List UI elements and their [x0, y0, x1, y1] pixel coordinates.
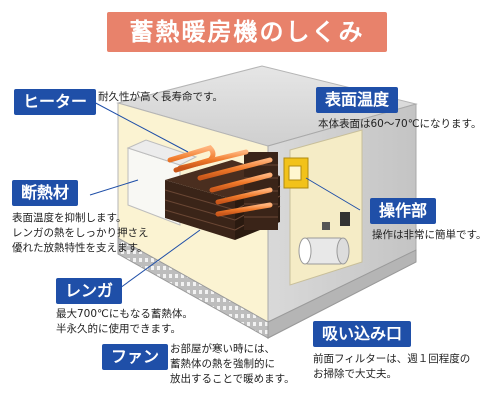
- insulation-label: 断熱材: [12, 180, 79, 206]
- insulation-desc-line: レンガの熱をしっかり押さえ: [12, 227, 149, 239]
- heater-desc: 耐久性が高く長寿命です。: [98, 90, 223, 105]
- intake-label: 吸い込み口: [313, 321, 412, 347]
- surface-temp-desc: 本体表面は60～70℃になります。: [318, 117, 481, 132]
- control-desc: 操作は非常に簡単です。: [372, 228, 486, 243]
- brick-leader: [119, 229, 201, 289]
- brick-label: レンガ: [56, 278, 123, 304]
- heater-desc-line: 耐久性が高く長寿命です。: [98, 91, 223, 103]
- insulation-desc-line: 優れた放熱特性を支えます。: [12, 242, 148, 254]
- insulation-desc-line: 表面温度を抑制します。: [12, 212, 127, 224]
- insulation-leader: [89, 179, 139, 196]
- intake-desc-line: お掃除で大丈夫。: [313, 368, 397, 380]
- control-desc-line: 操作は非常に簡単です。: [372, 229, 487, 241]
- intake-desc: 前面フィルターは、週１回程度の お掃除で大丈夫。: [313, 352, 470, 382]
- page-title: 蓄熱暖房機のしくみ: [107, 12, 387, 52]
- fan-desc-line: お部屋が寒い時には、: [170, 343, 275, 355]
- intake-desc-line: 前面フィルターは、週１回程度の: [313, 353, 471, 365]
- heater-label: ヒーター: [14, 89, 97, 115]
- brick-desc: 最大700℃にもなる蓄熱体。 半永久的に使用できます。: [56, 307, 193, 337]
- surface-temp-label: 表面温度: [316, 87, 399, 113]
- control-leader: [305, 177, 361, 211]
- fan-desc: お部屋が寒い時には、 蓄熱体の熱を強制的に 放出することで暖めます。: [170, 342, 295, 387]
- insulation-desc: 表面温度を抑制します。 レンガの熱をしっかり押さえ 優れた放熱特性を支えます。: [12, 211, 149, 256]
- fan-desc-line: 蓄熱体の熱を強制的に: [170, 358, 275, 370]
- control-label: 操作部: [370, 198, 437, 224]
- fan-label: ファン: [102, 344, 169, 370]
- brick-desc-line: 最大700℃にもなる蓄熱体。: [56, 308, 193, 320]
- brick-desc-line: 半永久的に使用できます。: [56, 323, 181, 335]
- fan-motor: [298, 237, 350, 265]
- heater-leader: [89, 99, 189, 153]
- fan-desc-line: 放出することで暖めます。: [170, 373, 295, 385]
- surface-temp-desc-line: 本体表面は60～70℃になります。: [318, 118, 482, 130]
- heater-pipes: [167, 145, 273, 217]
